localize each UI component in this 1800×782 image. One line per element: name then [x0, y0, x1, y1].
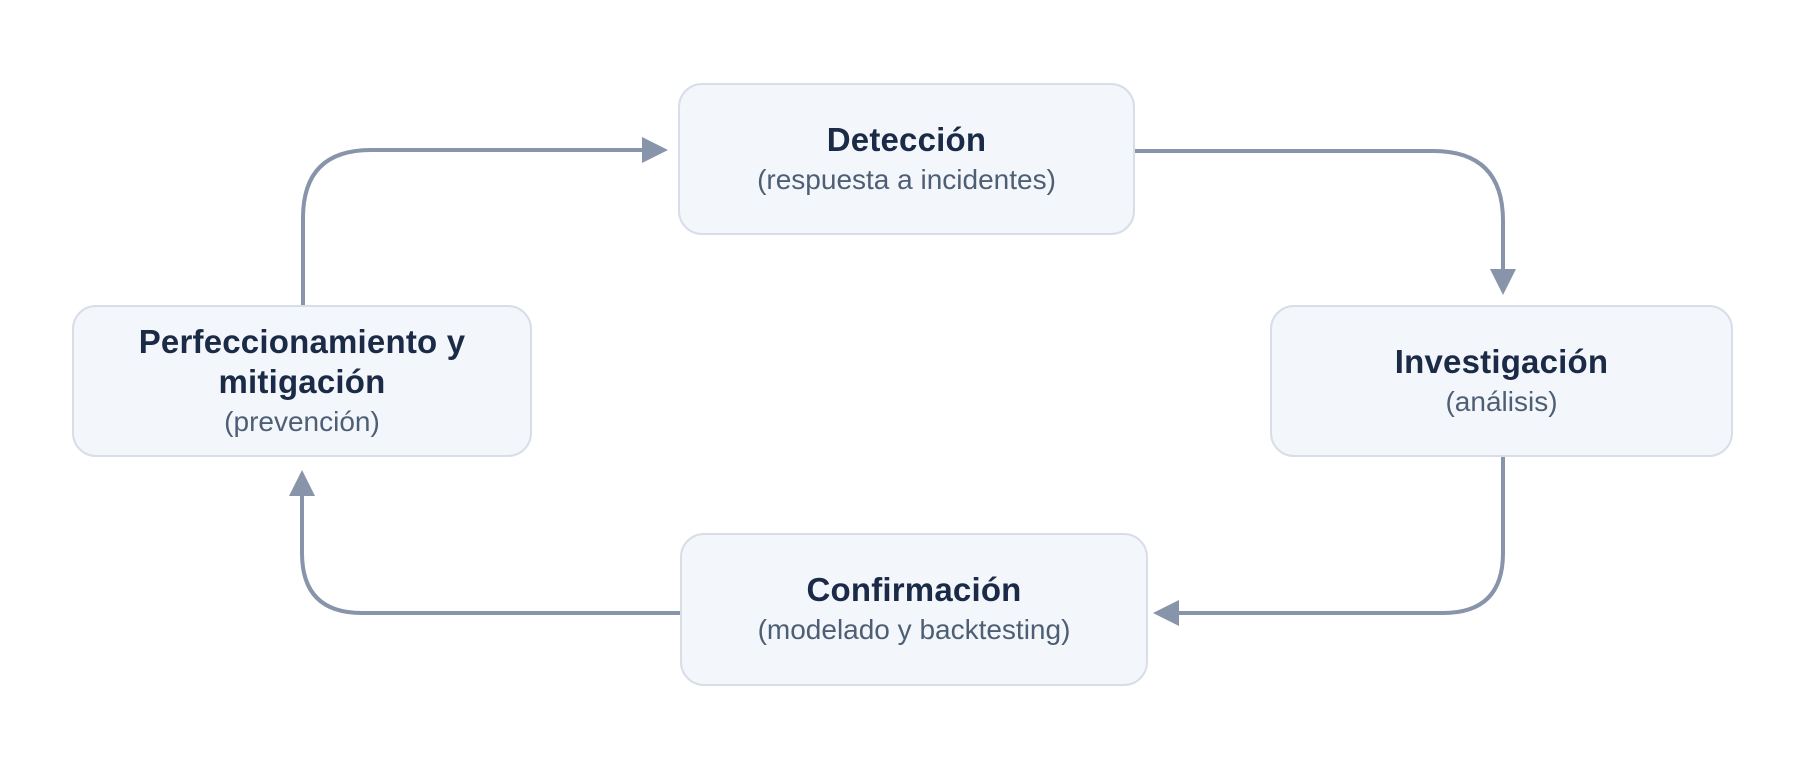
arrowhead-left-icon	[1153, 600, 1179, 626]
arrowhead-up-icon	[289, 470, 315, 496]
node-deteccion: Detección (respuesta a incidentes)	[678, 83, 1135, 235]
node-subtitle: (análisis)	[1445, 385, 1558, 417]
node-title: Perfeccionamiento y mitigación	[138, 322, 466, 400]
edge-confirmacion-to-perfeccionamiento	[289, 470, 680, 615]
node-title: Detección	[826, 120, 987, 158]
node-confirmacion: Confirmación (modelado y backtesting)	[680, 533, 1148, 686]
node-subtitle: (prevención)	[224, 406, 380, 438]
node-perfeccionamiento: Perfeccionamiento y mitigación (prevenci…	[72, 305, 532, 457]
arrowhead-down-icon	[1490, 269, 1516, 295]
edge-perfeccionamiento-to-deteccion	[301, 137, 668, 305]
node-title: Confirmación	[806, 571, 1022, 609]
arrowhead-right-icon	[642, 137, 668, 163]
edge-deteccion-to-investigacion	[1135, 149, 1516, 295]
node-subtitle: (respuesta a incidentes)	[757, 163, 1056, 195]
node-subtitle: (modelado y backtesting)	[757, 614, 1071, 646]
node-investigacion: Investigación (análisis)	[1270, 305, 1733, 457]
node-title: Investigación	[1394, 342, 1609, 380]
edge-investigacion-to-confirmacion	[1153, 457, 1505, 626]
